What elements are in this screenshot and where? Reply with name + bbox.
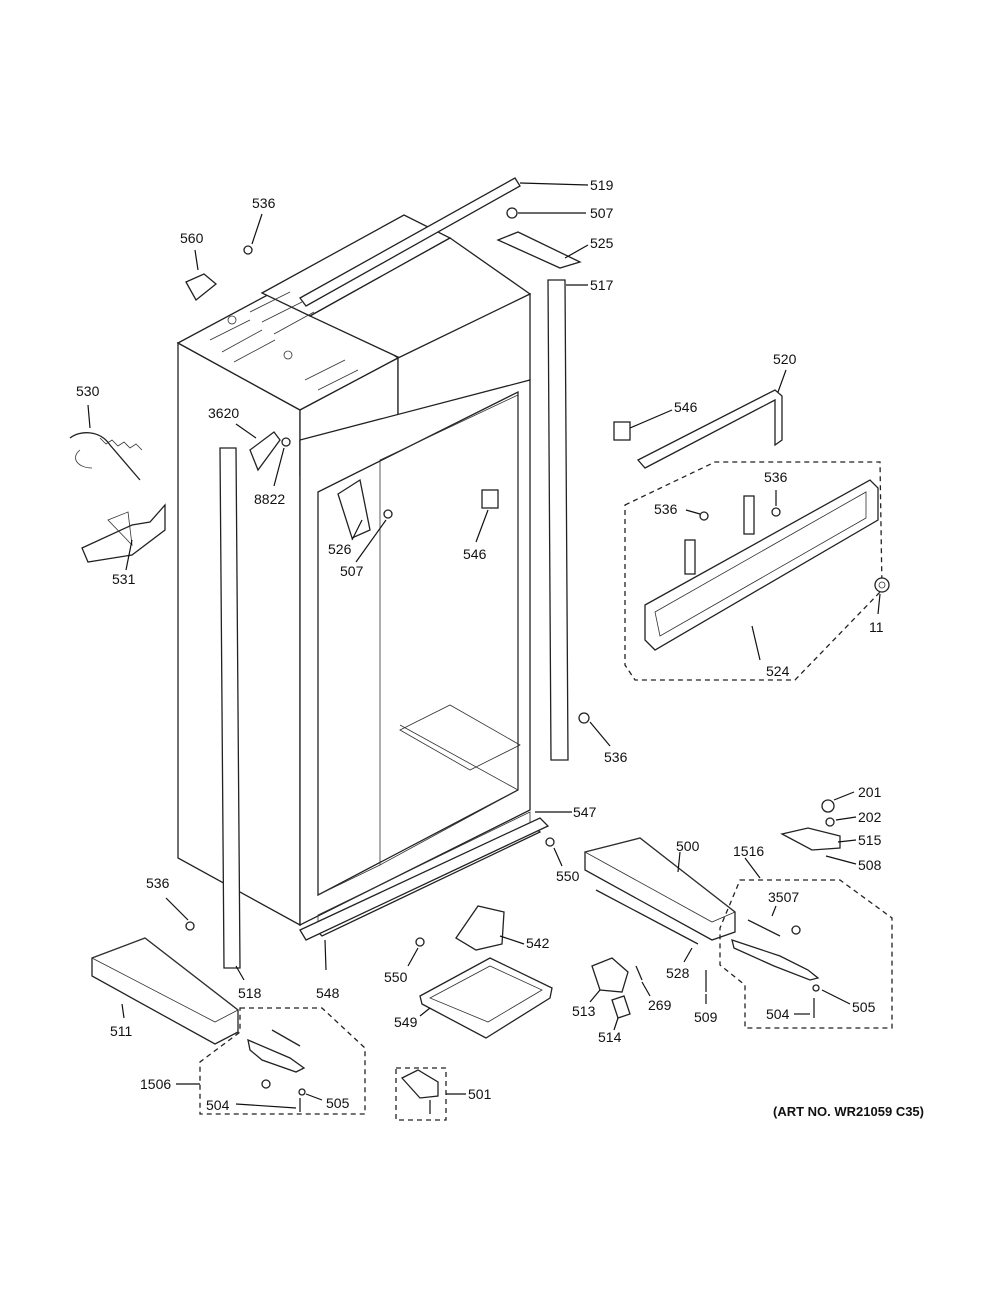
label-519: 519 — [590, 177, 614, 193]
label-550-b: 550 — [384, 969, 408, 985]
label-525: 525 — [590, 235, 614, 251]
part-517-strip — [547, 279, 569, 761]
art-number: (ART NO. WR21059 C35) — [773, 1104, 924, 1119]
bushing-icon — [821, 799, 835, 813]
screw-icon — [545, 837, 555, 847]
washer-icon — [825, 817, 835, 827]
label-547: 547 — [573, 804, 597, 820]
part-3620-bracket — [249, 431, 281, 472]
label-524: 524 — [766, 663, 790, 679]
knob-icon — [874, 577, 890, 593]
part-525-hinge — [496, 231, 582, 269]
spring-icon — [747, 919, 781, 937]
label-531: 531 — [112, 571, 136, 587]
screw-icon — [771, 507, 781, 517]
label-518: 518 — [238, 985, 262, 1001]
label-202: 202 — [858, 809, 882, 825]
switch-icon — [481, 489, 499, 509]
label-507-b: 507 — [340, 563, 364, 579]
label-513: 513 — [572, 1003, 596, 1019]
label-517: 517 — [590, 277, 614, 293]
label-509: 509 — [694, 1009, 718, 1025]
assembly-501-outline — [395, 1067, 447, 1121]
screw-icon — [383, 509, 393, 519]
spring-icon — [271, 1029, 301, 1047]
label-528: 528 — [666, 965, 690, 981]
screw-icon — [281, 437, 291, 447]
label-536-b: 536 — [764, 469, 788, 485]
label-548: 548 — [316, 985, 340, 1001]
part-roller-arm — [731, 939, 820, 981]
label-504: 504 — [766, 1006, 790, 1022]
label-536-c: 536 — [654, 501, 678, 517]
label-505: 505 — [852, 999, 876, 1015]
label-514: 514 — [598, 1029, 622, 1045]
screw-icon — [243, 245, 253, 255]
assembly-524-outline — [624, 461, 883, 681]
label-8822: 8822 — [254, 491, 285, 507]
part-519-rail — [299, 177, 521, 307]
part-542-transformer — [455, 905, 505, 951]
part-515-hinge — [780, 827, 841, 851]
screw-icon — [415, 937, 425, 947]
label-546: 546 — [463, 546, 487, 562]
label-201: 201 — [858, 784, 882, 800]
part-524-panel — [644, 479, 879, 651]
switch-icon — [613, 421, 631, 441]
label-536: 536 — [252, 195, 276, 211]
label-11: 11 — [869, 619, 884, 635]
screw-icon — [261, 1079, 271, 1089]
assembly-1506-outline — [199, 1007, 366, 1115]
screw-icon — [699, 511, 709, 521]
label-520: 520 — [773, 351, 797, 367]
part-560-bracket — [185, 273, 218, 301]
washer-icon — [298, 1088, 306, 1096]
label-511: 511 — [110, 1023, 133, 1039]
part-501-bracket — [400, 1069, 439, 1099]
assembly-1516-outline — [719, 879, 893, 1029]
label-542: 542 — [526, 935, 550, 951]
label-515: 515 — [858, 832, 882, 848]
part-531-bracket — [81, 503, 166, 563]
label-505-b: 505 — [326, 1095, 350, 1111]
screw-icon — [578, 712, 590, 724]
screw-icon — [506, 207, 518, 219]
screw-icon — [791, 925, 801, 935]
screw-icon — [185, 921, 195, 931]
label-549: 549 — [394, 1014, 418, 1030]
label-1506: 1506 — [140, 1076, 171, 1092]
part-518-strip — [219, 447, 241, 969]
part-520-rail — [636, 389, 783, 469]
part-528-rod — [595, 889, 699, 945]
label-536-d: 536 — [604, 749, 628, 765]
label-530: 530 — [76, 383, 100, 399]
label-536-e: 536 — [146, 875, 170, 891]
washer-icon — [812, 984, 820, 992]
pin-icon — [635, 965, 643, 981]
part-roller-arm — [247, 1038, 306, 1073]
label-500: 500 — [676, 838, 700, 854]
label-504-b: 504 — [206, 1097, 230, 1113]
label-526: 526 — [328, 541, 352, 557]
part-548-kickplate — [299, 817, 550, 941]
label-560: 560 — [180, 230, 204, 246]
label-550: 550 — [556, 868, 580, 884]
part-513-motor — [591, 957, 629, 993]
label-269: 269 — [648, 997, 672, 1013]
part-526-hinge — [337, 478, 371, 539]
label-3507: 3507 — [768, 889, 799, 905]
part-549-tray — [419, 957, 553, 1039]
label-1516: 1516 — [733, 843, 764, 859]
label-3620: 3620 — [208, 405, 239, 421]
latch-icon — [743, 495, 755, 535]
label-508: 508 — [858, 857, 882, 873]
latch-icon — [684, 539, 696, 575]
label-501: 501 — [468, 1086, 492, 1102]
label-507: 507 — [590, 205, 614, 221]
spring-icon — [611, 995, 631, 1019]
part-530-harness — [69, 404, 143, 481]
label-546-b: 546 — [674, 399, 698, 415]
